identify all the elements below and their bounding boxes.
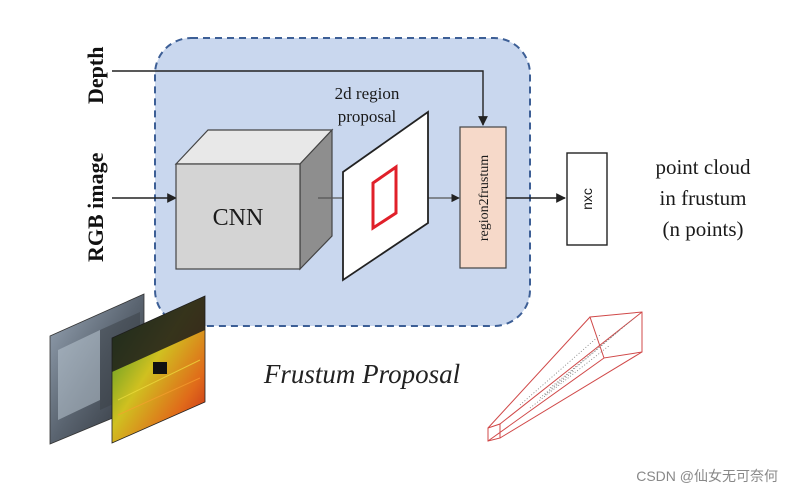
cnn-block: CNN [174, 128, 334, 271]
output-label-line1: point cloud [655, 155, 751, 179]
cnn-label: CNN [213, 205, 264, 231]
stage-title: Frustum Proposal [263, 359, 460, 389]
rgb-depth-input-thumbnails [49, 293, 206, 445]
region2frustum-label: region2frustum [477, 155, 492, 241]
nxc-block: nxc [566, 152, 608, 246]
nxc-label: nxc [579, 188, 595, 210]
region2frustum-block: region2frustum [459, 126, 507, 269]
region-proposal-box [371, 164, 398, 231]
frustum-point-cloud-illustration [487, 311, 643, 442]
output-label-line2: in frustum [660, 186, 747, 210]
depth-label: Depth [83, 47, 108, 104]
rgb-image-label: RGB image [83, 152, 108, 262]
region-proposal-panel [342, 110, 429, 282]
region-proposal-label-line2: proposal [338, 107, 397, 126]
watermark: CSDN @仙女无可奈何 [636, 468, 778, 484]
output-label-line3: (n points) [662, 217, 743, 241]
region-proposal-label-line1: 2d region [335, 84, 400, 103]
depth-arrow [112, 70, 488, 126]
